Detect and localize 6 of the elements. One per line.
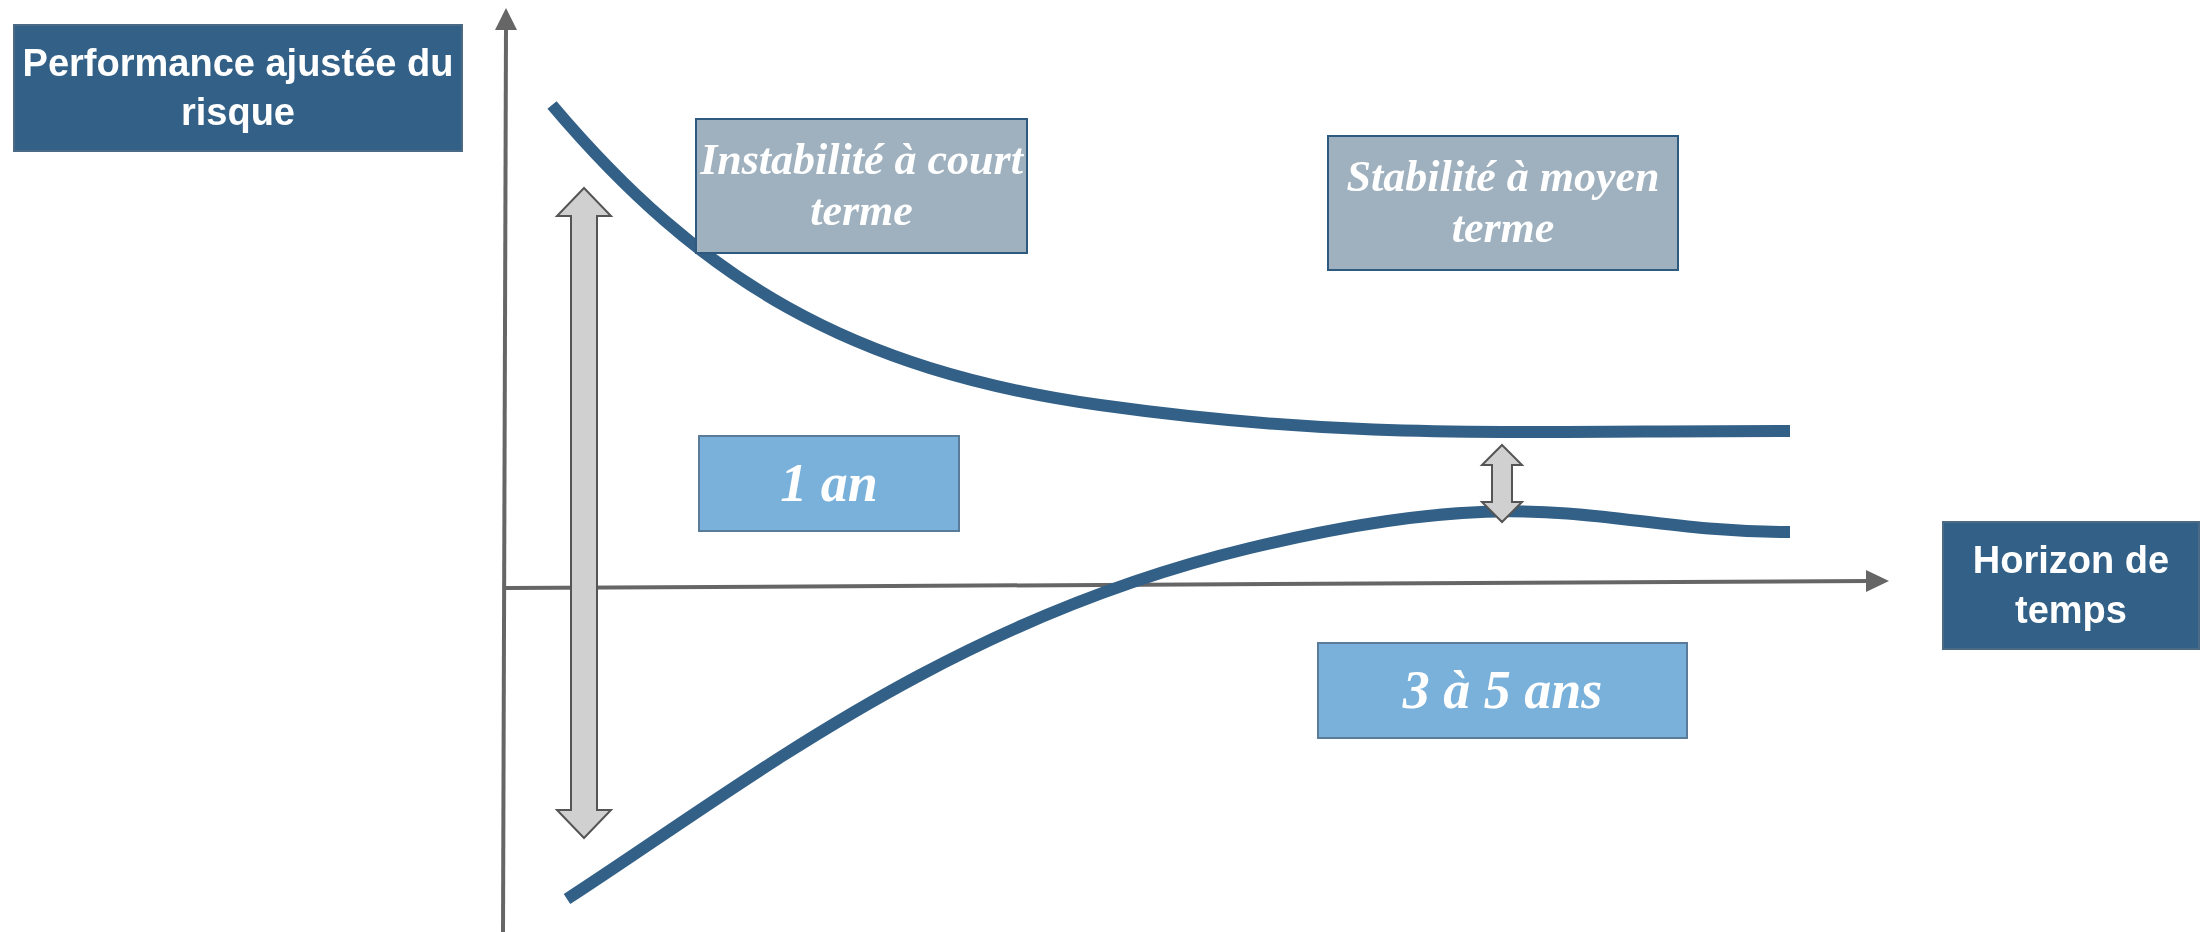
- label-box: Instabilité à court terme: [695, 118, 1028, 254]
- label-box: 1 an: [698, 435, 960, 532]
- axis-title-box: Performance ajustée du risque: [13, 24, 463, 152]
- label-box: 3 à 5 ans: [1317, 642, 1688, 739]
- label-box: Stabilité à moyen terme: [1327, 135, 1679, 271]
- axis-title-box: Horizon de temps: [1942, 521, 2200, 650]
